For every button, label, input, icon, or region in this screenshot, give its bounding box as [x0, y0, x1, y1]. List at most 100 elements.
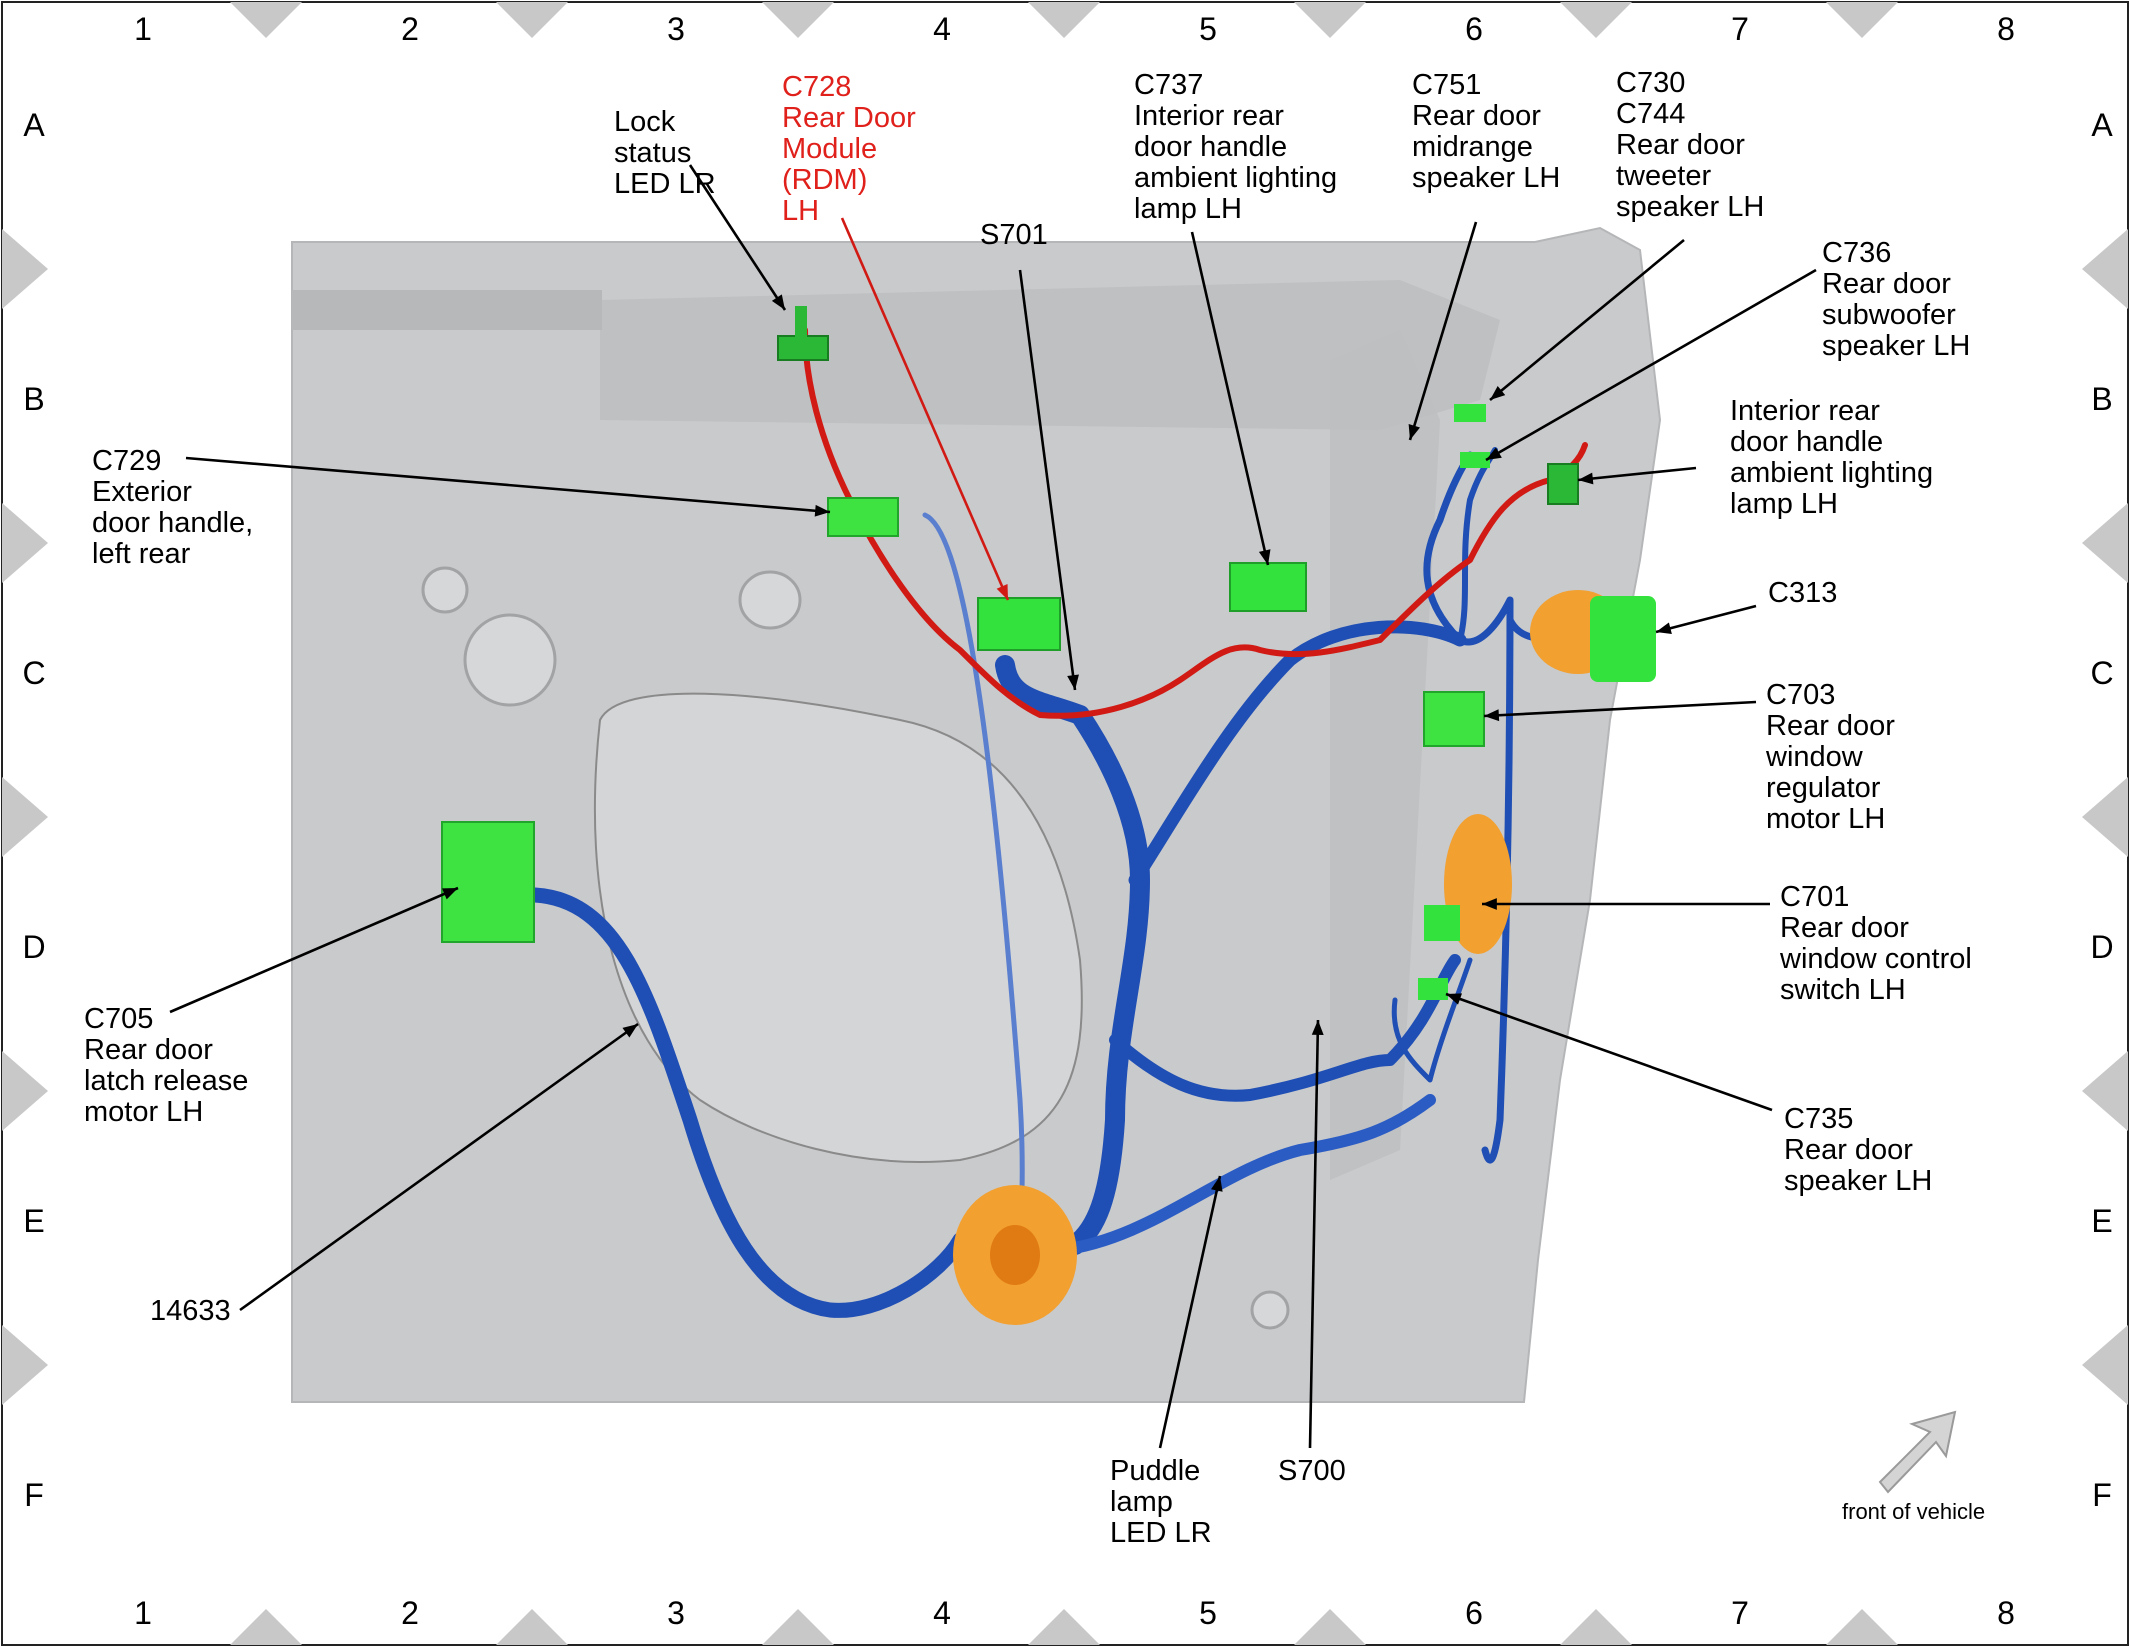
callout-c730-c744-line: C744 — [1616, 98, 1685, 130]
grid-row-left-D: D — [22, 929, 45, 965]
grid-column-top-8: 8 — [1997, 11, 2015, 47]
grid-row-left-E: E — [23, 1203, 44, 1239]
callout-c705-line: motor LH — [84, 1096, 203, 1128]
callout-s700-line: S700 — [1278, 1455, 1346, 1487]
callout-c737-line: door handle — [1134, 131, 1287, 163]
border-diamond-left — [2, 777, 48, 857]
leader-arrowhead — [1656, 622, 1672, 635]
border-diamond-top — [1028, 2, 1100, 38]
connector-c701-grommet — [1444, 814, 1512, 954]
callout-c729-line: left rear — [92, 538, 191, 570]
leader-line-c751 — [1408, 221, 1478, 441]
grid-column-bottom-4: 4 — [933, 1595, 951, 1631]
border-diamond-bottom — [1560, 1609, 1632, 1645]
border-diamond-left — [2, 229, 48, 309]
door-panel — [291, 226, 1662, 1403]
grid-column-top-4: 4 — [933, 11, 951, 47]
connector-c313 — [1530, 590, 1656, 682]
callout-interior-handle-lamp-line: ambient lighting — [1730, 457, 1933, 489]
border-diamond-bottom — [1294, 1609, 1366, 1645]
connector-c729 — [827, 497, 899, 537]
callout-c728-line: Module — [782, 133, 877, 165]
grid-row-right-F: F — [2092, 1477, 2112, 1513]
connector-c705 — [441, 821, 535, 943]
leader-line-puddle-lamp — [1158, 1175, 1222, 1449]
connector-c735 — [1418, 978, 1448, 1000]
callout-c701-line: Rear door — [1780, 912, 1909, 944]
callout-c751-line: speaker LH — [1412, 162, 1560, 194]
leader-line-c729 — [185, 456, 831, 514]
leader-line-c737 — [1190, 231, 1270, 566]
callout-puddle-lamp-line: lamp — [1110, 1486, 1173, 1518]
callout-c705-line: latch release — [84, 1065, 248, 1097]
callout-c730-c744-line: C730 — [1616, 67, 1685, 99]
grid-row-right-D: D — [2090, 929, 2113, 965]
callout-c703-line: window — [1765, 741, 1864, 773]
callout-c703-line: C703 — [1766, 679, 1835, 711]
callout-c313-line: C313 — [1768, 577, 1837, 609]
callout-c729-line: door handle, — [92, 507, 253, 539]
callout-puddle-lamp-line: LED LR — [1110, 1517, 1212, 1549]
border-diamond-bottom — [496, 1609, 568, 1645]
callout-c729-line: C729 — [92, 445, 161, 477]
leader-line-c703 — [1483, 700, 1757, 718]
callout-c736-line: speaker LH — [1822, 330, 1970, 362]
leader-arrowhead — [1484, 709, 1500, 722]
leader-arrowhead — [1258, 549, 1271, 565]
leader-arrowhead — [1311, 1020, 1324, 1035]
callout-c736-line: subwoofer — [1822, 299, 1956, 331]
callout-s701-line: S701 — [980, 219, 1048, 251]
connector-c751 — [1454, 404, 1486, 422]
border-diamond-top — [1294, 2, 1366, 38]
callout-puddle-lamp-line: Puddle — [1110, 1455, 1200, 1487]
grid-row-right-A: A — [2091, 107, 2113, 143]
leader-arrowhead — [996, 584, 1008, 600]
callout-c737-line: C737 — [1134, 69, 1203, 101]
leader-arrowhead — [1490, 385, 1506, 400]
connector-c728 — [977, 597, 1061, 651]
border-diamond-top — [1826, 2, 1898, 38]
grid-row-left-F: F — [24, 1477, 44, 1513]
leader-line-c728 — [840, 217, 1010, 601]
callout-lock-status-led-line: Lock — [614, 106, 676, 138]
grid-row-right-E: E — [2091, 1203, 2112, 1239]
leader-arrowhead — [814, 504, 830, 517]
grid-column-top-3: 3 — [667, 11, 685, 47]
callout-c735-line: C735 — [1784, 1103, 1853, 1135]
callout-interior-handle-lamp-line: lamp LH — [1730, 488, 1838, 520]
border-diamond-right — [2082, 777, 2128, 857]
callout-c703-line: regulator — [1766, 772, 1881, 804]
callout-c728-line: LH — [782, 195, 819, 227]
callout-c705-line: C705 — [84, 1003, 153, 1035]
leader-arrowhead — [442, 888, 458, 900]
front-arrow-icon — [1878, 1410, 1957, 1494]
border-diamond-top — [1560, 2, 1632, 38]
leader-line-harness-14633 — [239, 1022, 639, 1312]
callout-lock-status-led-line: LED LR — [614, 168, 716, 200]
callout-c737-line: Interior rear — [1134, 100, 1284, 132]
grid-column-top-5: 5 — [1199, 11, 1217, 47]
callout-lock-status-led-line: status — [614, 137, 691, 169]
grid-column-top-6: 6 — [1465, 11, 1483, 47]
leader-arrowhead — [1486, 447, 1502, 460]
leader-arrowhead — [1408, 424, 1420, 440]
connector-lock-status-led — [777, 306, 829, 361]
leader-line-c730-c744 — [1489, 238, 1685, 402]
leader-line-lock-status-led — [688, 164, 787, 311]
callout-c728-line: Rear Door — [782, 102, 916, 134]
callout-c751-line: midrange — [1412, 131, 1533, 163]
callout-c736-line: C736 — [1822, 237, 1891, 269]
leader-arrowhead — [622, 1024, 638, 1038]
leader-line-c705 — [169, 886, 459, 1014]
callout-c730-c744-line: tweeter — [1616, 160, 1711, 192]
callout-interior-handle-lamp-line: Interior rear — [1730, 395, 1880, 427]
leader-line-c735 — [1445, 992, 1773, 1112]
callout-c737-line: ambient lighting — [1134, 162, 1337, 194]
leader-arrowhead — [771, 294, 785, 310]
grid-row-left-A: A — [23, 107, 45, 143]
leader-line-s700 — [1308, 1019, 1320, 1449]
connector-interior-handle-lamp — [1547, 463, 1579, 505]
callout-c703-line: motor LH — [1766, 803, 1885, 835]
grid-row-left-B: B — [23, 381, 44, 417]
